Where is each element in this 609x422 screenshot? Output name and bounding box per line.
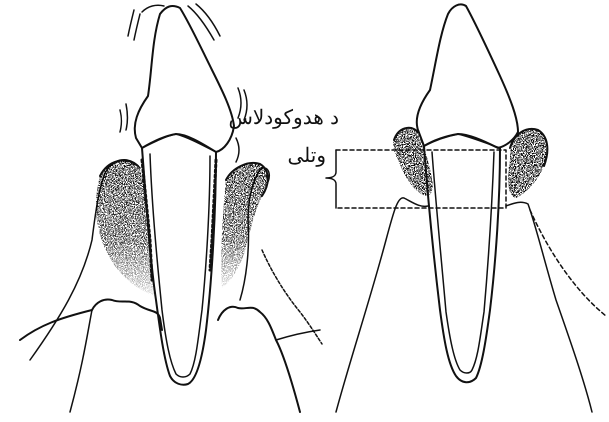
left-motion-mark-1: [128, 10, 134, 36]
left-bone-outline: [20, 299, 162, 340]
left-tooth-root-outer: [142, 148, 216, 385]
left-bone-outline-left-slope: [70, 310, 92, 412]
left-motion-mark-7: [126, 104, 128, 130]
left-tooth-root-inner: [150, 154, 210, 377]
left-tooth-crown: [135, 6, 234, 152]
left-motion-mark-3: [142, 5, 164, 12]
figure-label-line-2: وتلی: [287, 142, 326, 168]
figure-label-line-1: د هدوکودلاس: [228, 104, 339, 130]
pocket-bracket: [326, 150, 336, 208]
left-gum-dark-right: [221, 163, 268, 288]
right-bone-outline-right: [506, 202, 592, 412]
left-gum-dark-left: [96, 161, 156, 296]
left-motion-mark-2: [134, 14, 140, 40]
right-tooth-root-outer: [424, 146, 500, 382]
right-tooth-group: [326, 4, 606, 412]
left-motion-mark-6: [120, 110, 122, 132]
left-tooth-group: [20, 4, 322, 412]
left-bone-outline-right: [218, 307, 300, 412]
left-motion-mark-10: [236, 138, 239, 162]
right-tooth-crown: [417, 4, 518, 148]
right-bone-outline-far-right: [530, 210, 606, 316]
right-bone-outline-left: [336, 198, 428, 412]
